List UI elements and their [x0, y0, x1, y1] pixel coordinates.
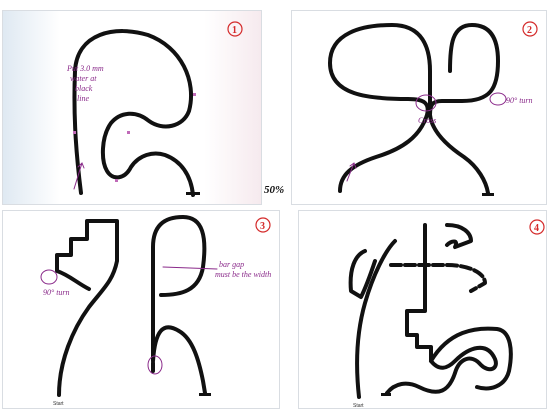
track-line-4d: [385, 223, 498, 395]
start-label: Start: [353, 403, 364, 409]
finish-bar-4: [381, 393, 391, 396]
finish-bar-3: [199, 393, 211, 396]
scale-note: 50%: [264, 184, 285, 196]
start-label: Start: [53, 401, 64, 407]
track-sheet-4-drawing: Start 4: [348, 219, 545, 409]
track-sheet-3-drawing: 90° turn bar gap must be the width Start…: [40, 215, 271, 407]
handwritten-note: 90° turn: [506, 96, 533, 105]
turn-circle: [40, 269, 58, 285]
note-pointer: [162, 266, 218, 270]
cross-circle: [415, 94, 437, 112]
checkpoint-marker: [193, 93, 196, 96]
track-line-4e: [445, 223, 473, 249]
sheet-number: 1: [232, 25, 237, 36]
handwritten-note: 90° turn: [43, 288, 70, 297]
start-arrow-2: [346, 162, 357, 182]
finish-bar-1: [186, 192, 200, 195]
track-line-4: [355, 239, 397, 399]
handwritten-note: Put 3.0 mm: [66, 64, 104, 73]
sheet-number-badge: [522, 21, 538, 37]
start-arrow-1: [73, 162, 85, 190]
track-line-1: [72, 29, 195, 197]
checkpoint-marker: [127, 131, 130, 134]
track-sheet-3: 90° turn bar gap must be the width Start…: [2, 210, 280, 409]
track-line-3: [55, 219, 119, 397]
finish-bar-2: [482, 193, 494, 196]
track-line-2: [328, 23, 490, 195]
handwritten-note: black: [75, 84, 93, 93]
track-sheet-4: Start 4: [298, 210, 547, 409]
sheet-number-badge: [529, 219, 545, 235]
sheet-number: 3: [260, 221, 265, 232]
checkpoint-marker: [73, 131, 76, 134]
track-sheet-2: Cross 90° turn 2: [291, 10, 547, 205]
handwritten-note: must be the width: [215, 270, 271, 279]
track-line-4c: [389, 263, 487, 293]
turn-circle: [489, 92, 507, 106]
checkpoint-marker: [115, 179, 118, 182]
handwritten-note: Cross: [418, 116, 436, 125]
handwritten-note: bar gap: [219, 260, 244, 269]
gap-circle: [147, 355, 163, 375]
track-sheet-2-drawing: Cross 90° turn 2: [328, 21, 538, 196]
sheet-number: 4: [534, 223, 539, 234]
track-sheet-1-drawing: Put 3.0 mm water at black line 1: [66, 21, 243, 197]
track-line-4b: [348, 249, 377, 299]
sheet-number-badge: [255, 217, 271, 233]
handwritten-note: water at: [70, 74, 97, 83]
handwritten-note: line: [77, 94, 89, 103]
sheet-number: 2: [527, 25, 532, 36]
track-line-4f: [429, 326, 513, 391]
track-line-2b: [428, 23, 500, 117]
track-sheet-1: Put 3.0 mm water at black line 1: [2, 10, 262, 205]
sheet-number-badge: [227, 21, 243, 37]
track-line-3b: [151, 215, 207, 313]
track-line-3c: [151, 309, 207, 395]
